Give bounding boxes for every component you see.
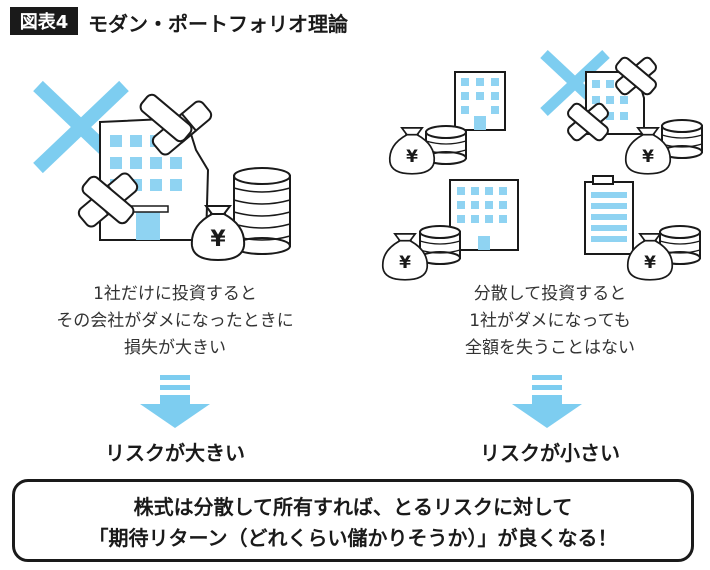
right-money-bag-yen-3: ¥	[399, 253, 411, 273]
right-money-bag-yen-1: ¥	[406, 147, 418, 167]
right-building-bottom-left	[449, 179, 519, 251]
right-diversified-companies: ¥ ¥	[381, 49, 703, 281]
left-description-line-3: 損失が大きい	[124, 338, 226, 358]
left-description-line-1: 1社だけに投資すると	[93, 284, 257, 304]
figure-number-badge: 図表4	[10, 7, 78, 35]
left-failed-company: ¥	[33, 80, 291, 261]
right-money-bag-yen-2: ¥	[642, 147, 654, 167]
right-money-top-left: ¥	[388, 125, 467, 175]
left-bandage-icons	[77, 93, 213, 228]
left-money-bag-yen: ¥	[210, 227, 226, 252]
right-description-line-2: 1社がダメになっても	[469, 311, 631, 331]
right-building-top-left	[454, 71, 506, 131]
right-money-bag-yen-4: ¥	[644, 253, 656, 273]
right-description-line-3: 全額を失うことはない	[465, 338, 635, 358]
right-result-label: リスクが小さい	[480, 441, 620, 465]
right-money-bottom-right: ¥	[626, 225, 701, 281]
conclusion-box	[12, 479, 694, 562]
conclusion-line-1: 株式は分散して所有すれば、とるリスクに対して	[133, 495, 573, 519]
right-description-line-1: 分散して投資すると	[473, 284, 627, 304]
conclusion-line-2: 「期待リターン（どれくらい儲かりそうか）」が良くなる！	[88, 526, 618, 550]
left-description: 1社だけに投資すると その会社がダメになったときに 損失が大きい	[20, 281, 330, 362]
figure-title: モダン・ポートフォリオ理論	[88, 12, 348, 36]
left-money-bag-icon: ¥	[190, 205, 246, 261]
right-money-bottom-left: ¥	[381, 225, 461, 281]
left-description-line-2: その会社がダメになったときに	[56, 311, 294, 331]
right-building-bottom-right	[584, 175, 634, 255]
left-result-label: リスクが大きい	[105, 441, 245, 465]
left-down-arrow	[140, 375, 210, 428]
right-money-top-right: ¥	[624, 119, 703, 175]
right-description: 分散して投資すると 1社がダメになっても 全額を失うことはない	[410, 281, 690, 362]
right-bandage-icons	[567, 56, 657, 142]
right-down-arrow	[512, 375, 582, 428]
